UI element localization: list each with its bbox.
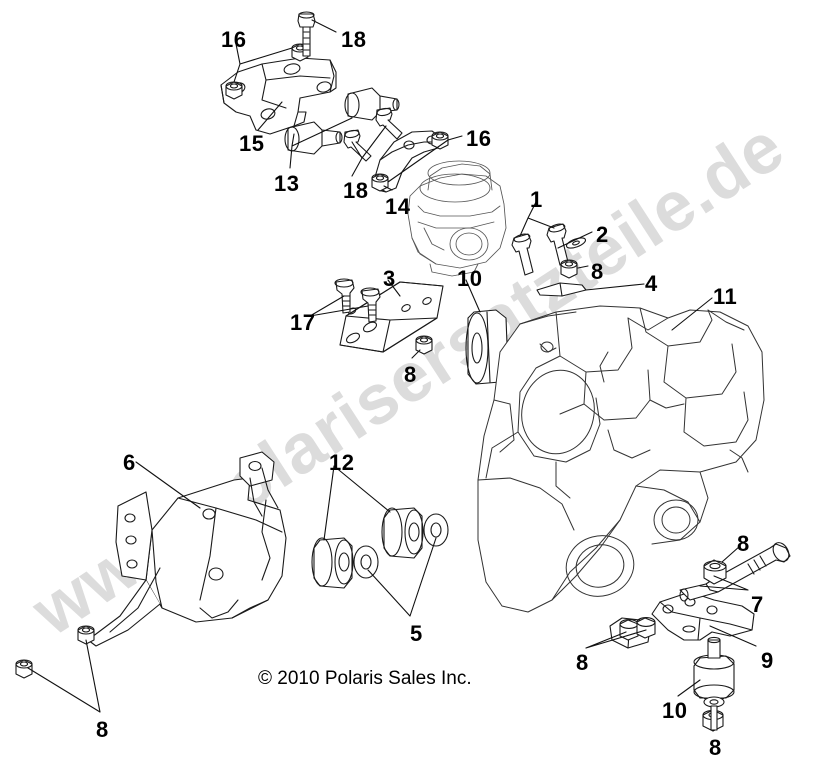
callout-16-right: 16 (466, 126, 492, 151)
callout-12: 12 (329, 450, 355, 475)
callout-17: 17 (290, 310, 316, 335)
part-1-bolts (511, 223, 569, 276)
callout-8-rear-left: 8 (576, 650, 589, 675)
part-16-nuts-right (371, 131, 449, 192)
callout-1: 1 (530, 187, 543, 212)
leader-lines (27, 19, 757, 732)
part-13-bushings (284, 87, 400, 155)
part-18-bolt-top (297, 11, 316, 57)
part-18-bolts-middle (343, 107, 403, 162)
callout-8-lower-left: 8 (96, 717, 109, 742)
callout-13: 13 (274, 171, 300, 196)
part-15-upper-bracket (220, 57, 337, 135)
part-8-nut-upper (560, 259, 578, 279)
callout-6: 6 (123, 450, 136, 475)
part-11-engine-assembly (477, 305, 765, 613)
part-10-isolator-rear (693, 636, 735, 731)
part-8-nuts-lower-left (15, 625, 95, 679)
callout-5: 5 (410, 621, 423, 646)
callout-11: 11 (713, 284, 738, 309)
callout-9: 9 (761, 648, 774, 673)
callout-10-center: 10 (457, 266, 483, 291)
callout-10-rear: 10 (662, 698, 688, 723)
carburetor-assembly (407, 160, 507, 277)
part-2-washer (565, 237, 587, 249)
callout-8-upper: 8 (591, 259, 604, 284)
callout-3: 3 (383, 266, 396, 291)
callout-8-rear-upper: 8 (737, 531, 750, 556)
callout-15: 15 (239, 131, 265, 156)
callout-18-middle: 18 (343, 178, 369, 203)
callout-2: 2 (596, 222, 609, 247)
part-12-5-bushings-washers (311, 507, 449, 589)
callout-8-plate: 8 (404, 362, 417, 387)
part-7-long-bolt (679, 542, 791, 602)
callout-8-rear-bottom: 8 (709, 735, 722, 760)
callout-16-upper-left: 16 (221, 27, 247, 52)
callout-18-top: 18 (341, 27, 367, 52)
callout-4: 4 (645, 271, 658, 296)
copyright-notice: © 2010 Polaris Sales Inc. (258, 668, 472, 689)
part-6-engine-mount-bracket (87, 451, 287, 647)
callout-7: 7 (751, 592, 764, 617)
callout-14: 14 (385, 194, 411, 219)
